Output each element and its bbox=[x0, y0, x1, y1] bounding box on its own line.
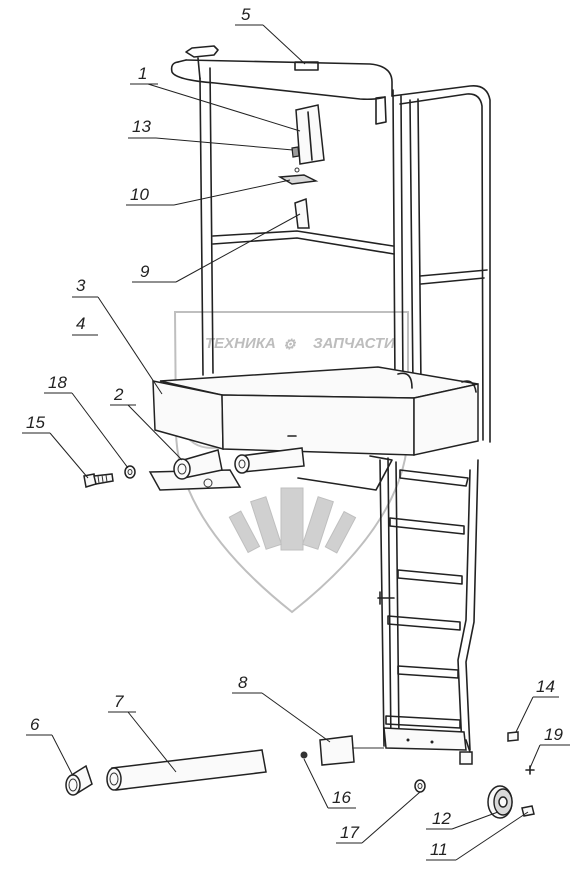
ladder-rung bbox=[399, 469, 469, 487]
callout-8: 8 bbox=[238, 673, 248, 692]
callout-1: 1 bbox=[138, 64, 147, 83]
callout-6: 6 bbox=[30, 715, 40, 734]
platform-front bbox=[221, 394, 415, 456]
ladder-right-stile bbox=[457, 469, 471, 749]
callout-11: 11 bbox=[430, 840, 448, 859]
callout-4: 4 bbox=[76, 314, 85, 333]
callout-13: 13 bbox=[132, 117, 151, 136]
handrail-frame bbox=[170, 45, 491, 443]
top-handle bbox=[185, 45, 219, 58]
callout-5: 5 bbox=[241, 5, 251, 24]
part-16-nut bbox=[300, 751, 308, 759]
callout-10: 10 bbox=[130, 185, 149, 204]
side-rail-mid bbox=[419, 269, 488, 277]
right-rear-post bbox=[400, 95, 404, 389]
callout-labels: 5 1 13 10 9 3 4 18 2 15 8 7 6 14 19 16 1… bbox=[26, 5, 563, 859]
ladder-left-stile bbox=[379, 459, 385, 747]
leader-lines bbox=[22, 24, 570, 861]
post-cap bbox=[375, 96, 387, 125]
part-13-bolt bbox=[291, 146, 300, 158]
right-front-post bbox=[392, 89, 396, 386]
callout-2: 2 bbox=[113, 385, 124, 404]
callout-18: 18 bbox=[48, 373, 67, 392]
middle-crossbar bbox=[212, 230, 394, 247]
ladder bbox=[377, 457, 479, 765]
platform-bracket bbox=[297, 455, 393, 491]
part-5-plate bbox=[294, 61, 319, 71]
callout-7: 7 bbox=[114, 692, 124, 711]
part-15-bolt bbox=[83, 473, 114, 488]
part-12-wheel bbox=[487, 785, 513, 819]
part-10-plate bbox=[277, 174, 319, 185]
part-18-washer bbox=[124, 465, 136, 479]
callout-9: 9 bbox=[140, 262, 150, 281]
callout-15: 15 bbox=[26, 413, 45, 432]
part-9-gusset bbox=[294, 197, 310, 229]
part-17-washer bbox=[414, 779, 426, 793]
top-rail-back bbox=[185, 59, 393, 97]
callout-12: 12 bbox=[432, 809, 451, 828]
platform-right-side bbox=[413, 383, 479, 456]
callout-3: 3 bbox=[76, 276, 86, 295]
top-rail-front bbox=[170, 61, 386, 101]
left-front-post bbox=[199, 77, 204, 376]
platform bbox=[152, 366, 479, 491]
ladder-foot-plate bbox=[383, 727, 467, 751]
hinge-assembly bbox=[148, 447, 305, 491]
callout-14: 14 bbox=[536, 677, 555, 696]
callout-19: 19 bbox=[544, 725, 563, 744]
part-6-sleeve bbox=[65, 764, 93, 796]
part-8-plate bbox=[319, 735, 355, 766]
callout-17: 17 bbox=[340, 823, 359, 842]
watermark-wheat-icon bbox=[228, 487, 357, 554]
watermark-gear-icon: ⚙ bbox=[283, 336, 297, 352]
watermark-left-word: ТЕХНИКА bbox=[205, 335, 276, 352]
side-rail-top bbox=[391, 84, 491, 443]
watermark-right-word: ЗАПЧАСТИ bbox=[313, 335, 396, 352]
part-14-bolt bbox=[507, 731, 519, 742]
left-rear-post bbox=[209, 67, 214, 374]
part-7-tube bbox=[106, 749, 267, 791]
callout-16: 16 bbox=[332, 788, 351, 807]
